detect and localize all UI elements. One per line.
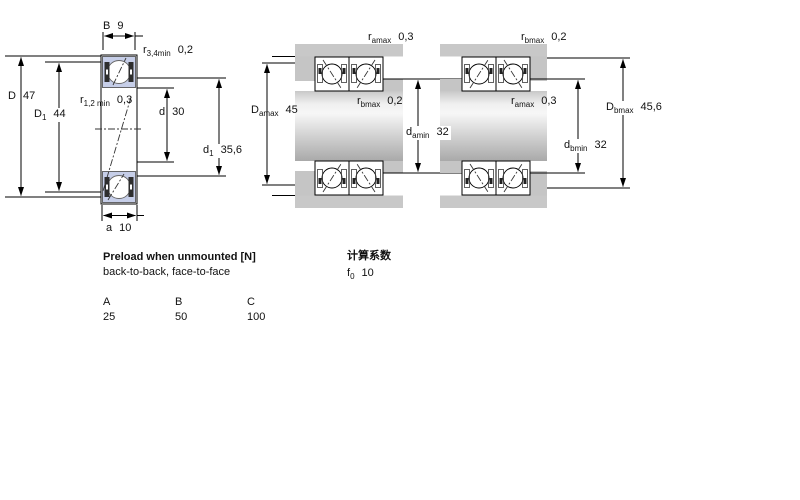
table-value-a: 25 (103, 311, 116, 323)
preload-subtitle: back-to-back, face-to-face (103, 266, 231, 278)
table-header-b: B (175, 296, 183, 308)
preload-table-value-row: 25 50 100 (103, 311, 319, 323)
preload-table-header-row: A B C (103, 296, 319, 308)
table-header-a: A (103, 296, 111, 308)
diagram-linework (5, 32, 630, 221)
calc-factors-title: 计算系数 (347, 250, 391, 262)
table-value-b: 50 (175, 311, 188, 323)
preload-title: Preload when unmounted [N] (103, 251, 256, 263)
table-value-c: 100 (247, 311, 266, 323)
table-header-c: C (247, 296, 255, 308)
